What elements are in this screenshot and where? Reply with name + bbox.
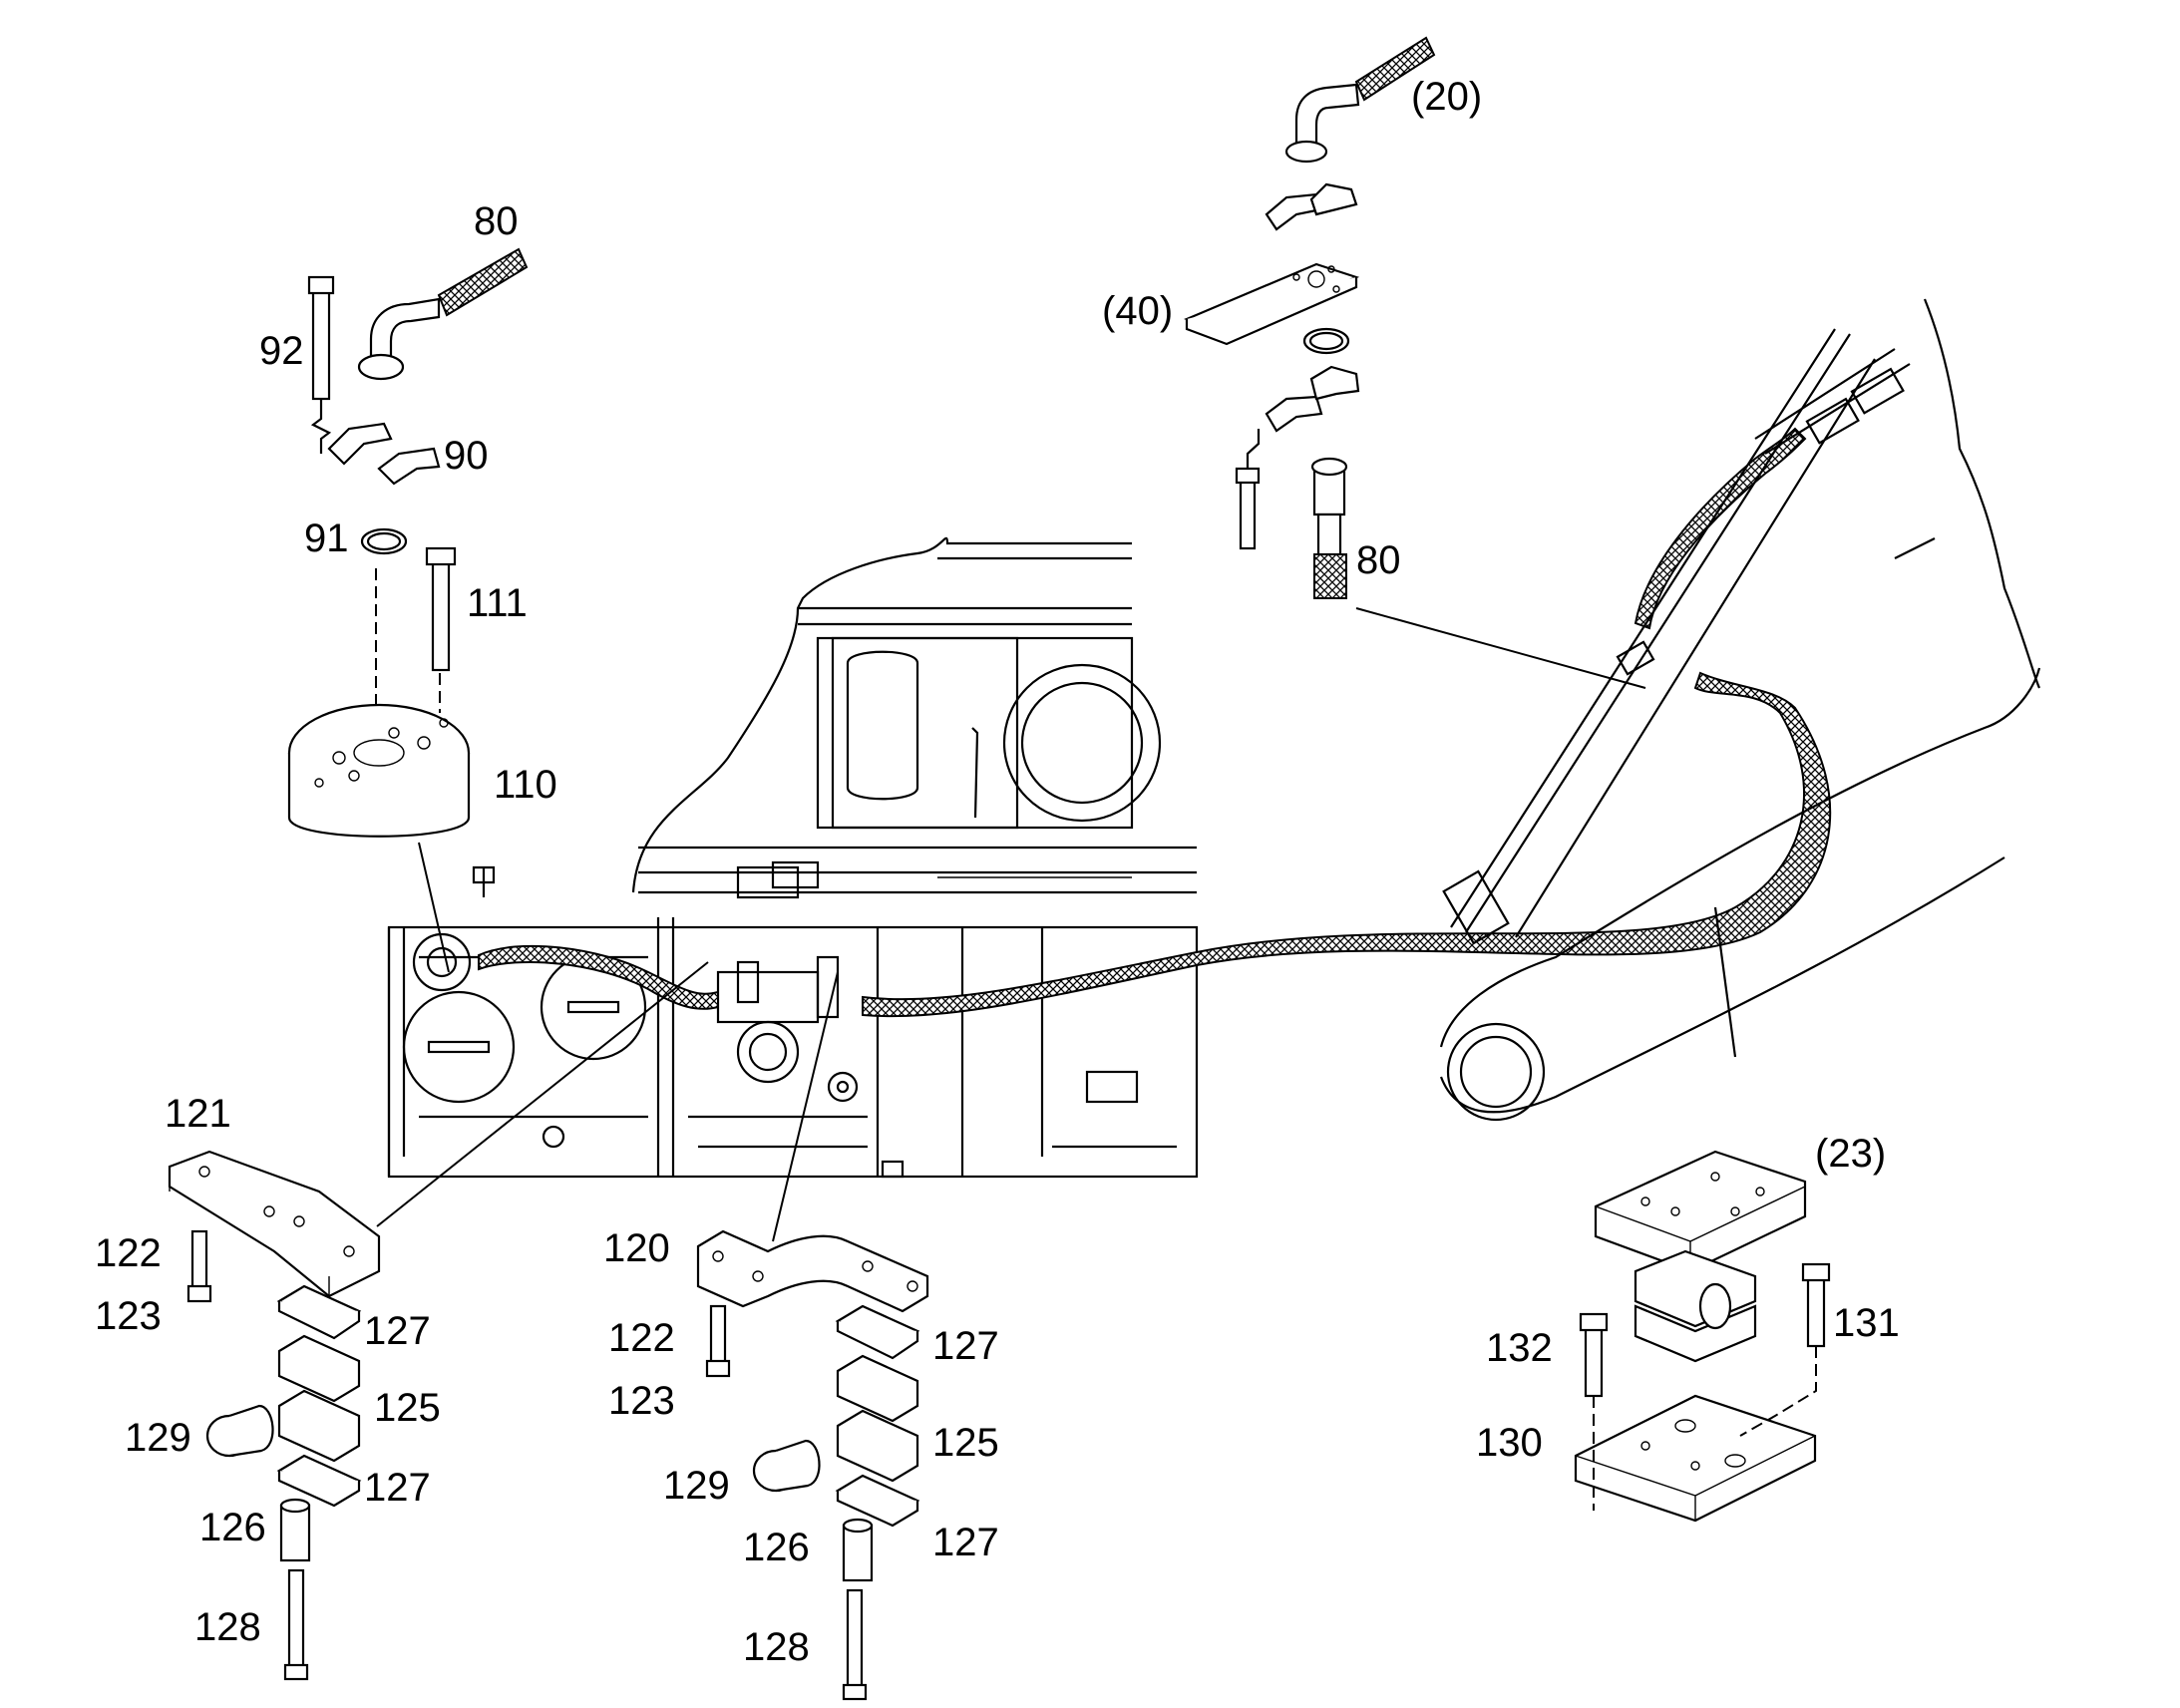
bolt-122-mid	[705, 1304, 731, 1378]
plate-40	[1184, 262, 1360, 346]
elbow-80	[357, 247, 529, 381]
bolt-122-left	[186, 1229, 212, 1303]
label-122-mid: 122	[608, 1316, 675, 1360]
label-90: 90	[444, 434, 489, 478]
label-123-left: 123	[95, 1294, 162, 1338]
bolt-111	[425, 546, 457, 672]
label-128-left: 128	[194, 1605, 261, 1649]
machine-frame	[387, 536, 1199, 1179]
label-126-left: 126	[199, 1506, 266, 1549]
label-126-mid: 126	[743, 1526, 810, 1569]
cap-129-left	[205, 1404, 274, 1458]
label-122-left: 122	[95, 1231, 162, 1275]
flange-group-left	[287, 247, 529, 973]
label-127-mid-bottom: 127	[932, 1521, 999, 1564]
flange-group-right	[1184, 36, 1646, 689]
label-23: (23)	[1815, 1132, 1886, 1176]
label-80-right: 80	[1356, 538, 1401, 582]
elbow-20	[1284, 36, 1436, 164]
part-labels: (20) (40) 80 80 90 91 92 110 111 121 122…	[95, 75, 1900, 1669]
label-129-left: 129	[125, 1416, 191, 1460]
boom-arm	[1439, 298, 2041, 1122]
clamp-20	[1265, 182, 1358, 231]
label-111: 111	[467, 581, 528, 625]
bolt-40	[1235, 429, 1261, 550]
label-92: 92	[259, 329, 304, 373]
oring-40	[1302, 327, 1350, 355]
label-40: (40)	[1102, 289, 1173, 333]
label-127-left-top: 127	[364, 1309, 431, 1353]
block-110	[287, 703, 471, 838]
bracket-group-120	[696, 971, 929, 1701]
mount-group-23	[1574, 1150, 1831, 1523]
label-128-mid: 128	[743, 1625, 810, 1669]
cap-129-mid	[752, 1439, 821, 1493]
label-125-left: 125	[374, 1386, 441, 1430]
label-123-mid: 123	[608, 1379, 675, 1423]
bolt-92	[307, 275, 335, 454]
clamp-40	[1265, 365, 1360, 433]
label-127-mid-top: 127	[932, 1324, 999, 1368]
label-121: 121	[165, 1092, 231, 1136]
label-20: (20)	[1411, 75, 1482, 119]
label-132: 132	[1486, 1326, 1553, 1370]
label-120: 120	[603, 1226, 670, 1270]
bracket-group-121	[168, 961, 709, 1681]
oring-91	[360, 527, 408, 555]
label-131: 131	[1833, 1301, 1900, 1345]
clamp-90	[327, 422, 441, 486]
hose-assembly	[478, 427, 1832, 1018]
label-110: 110	[494, 763, 557, 807]
label-129-mid: 129	[663, 1464, 730, 1508]
label-91: 91	[304, 516, 349, 560]
label-80-top: 80	[474, 199, 519, 243]
pipe-80-right	[1310, 457, 1348, 599]
label-130: 130	[1476, 1421, 1543, 1465]
label-127-left-bottom: 127	[364, 1466, 431, 1510]
label-125-mid: 125	[932, 1421, 999, 1465]
